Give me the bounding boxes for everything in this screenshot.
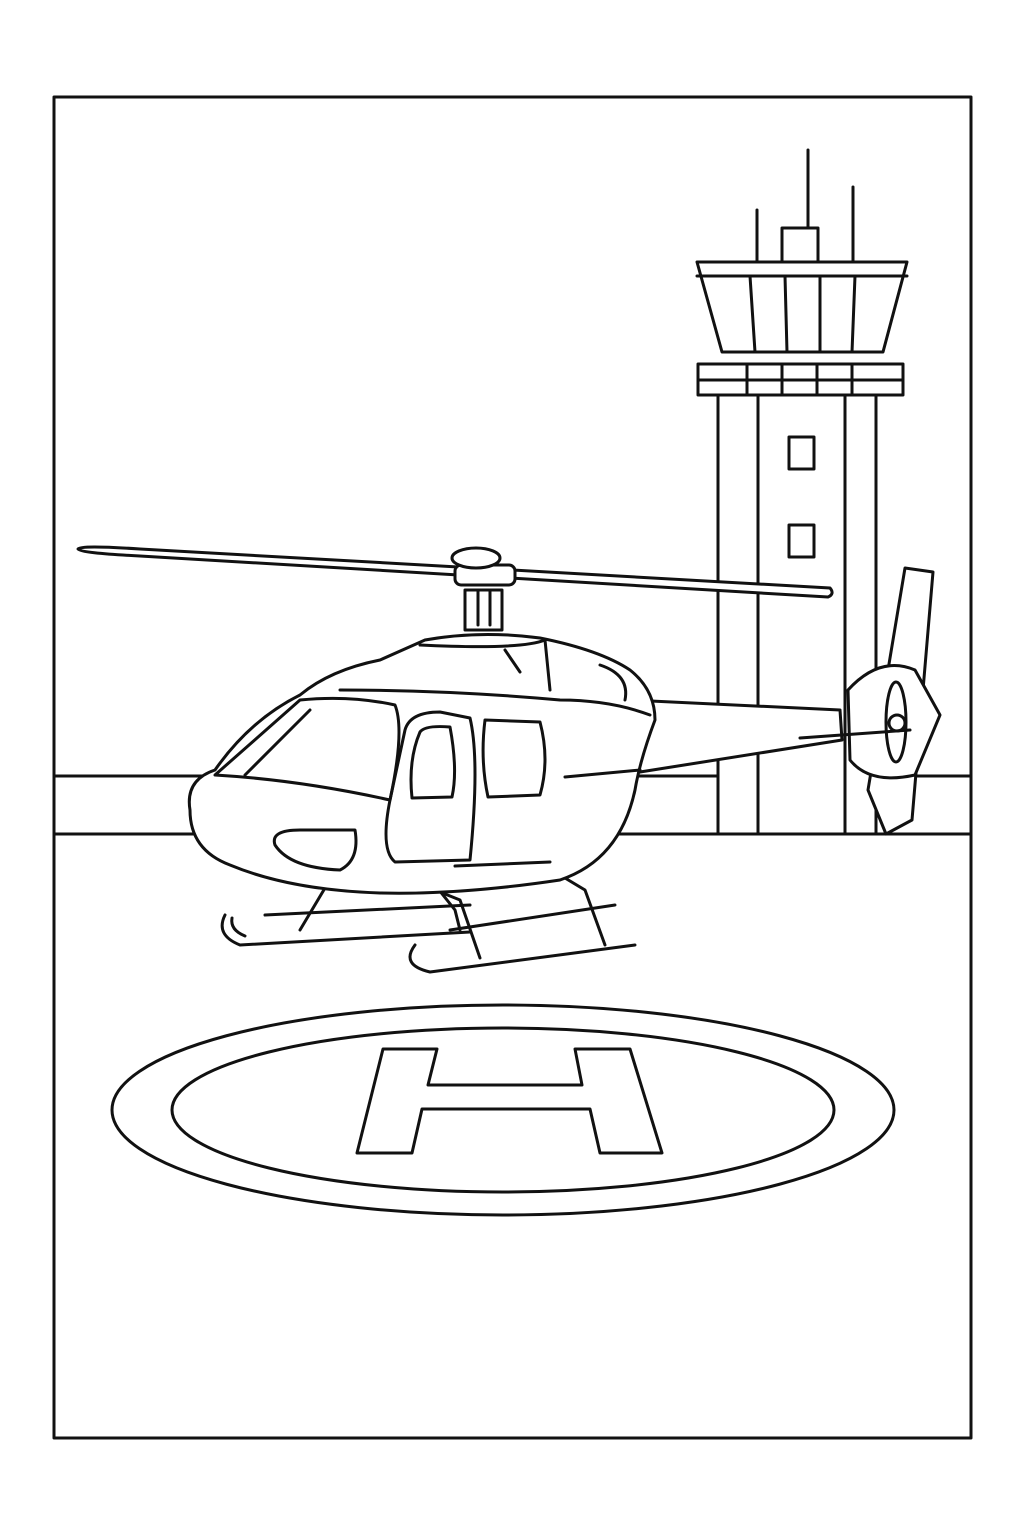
door [384, 710, 477, 864]
helipad [110, 1003, 896, 1217]
windshield [213, 696, 401, 802]
landing-skids [220, 873, 637, 974]
helicopter [76, 545, 942, 974]
side-window [481, 718, 547, 799]
page-frame [52, 95, 973, 1440]
tower-window [787, 435, 816, 471]
tower-window [787, 523, 816, 559]
helipad-h-marking [355, 1047, 664, 1155]
chin-window [272, 828, 358, 872]
rotor-hub [450, 546, 502, 570]
fuselage [187, 632, 657, 895]
